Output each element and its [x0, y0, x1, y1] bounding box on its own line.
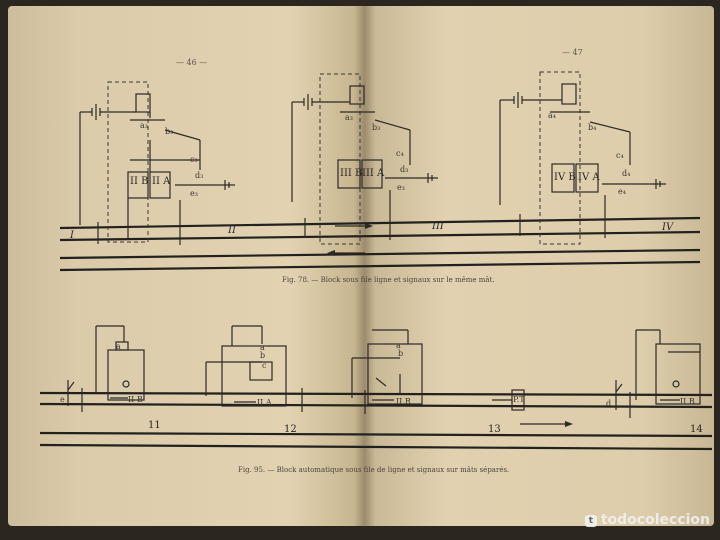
bottom-section-3: 13: [488, 424, 501, 435]
bottom-contact-b2: b: [260, 351, 265, 360]
watermark-logo-icon: t: [584, 515, 597, 527]
watermark-text: todocoleccion: [600, 512, 710, 528]
bottom-section-4: 14: [690, 424, 703, 435]
unit2-label-c: c₄: [396, 149, 404, 158]
unit2-label-e: e₃: [397, 183, 405, 192]
unit3-label-d: d₄: [622, 169, 630, 178]
section-label-2: II: [227, 225, 237, 236]
bottom-unit-3: [351, 329, 423, 405]
unit3-label-c: c₄: [616, 151, 624, 160]
unit1-label-d: d₃: [195, 171, 203, 180]
figure-top-caption: Fig. 78. — Block sous file ligne et sign…: [282, 276, 495, 284]
unit1-signal-b: II B: [130, 176, 148, 187]
bottom-track-rails: [39, 388, 713, 451]
unit1-signal-a: II A: [152, 176, 171, 187]
unit2-signal-b: III B: [340, 168, 362, 179]
bottom-unit-4: [615, 329, 701, 410]
bottom-signal-4: II B: [680, 397, 695, 406]
unit3-label-e: e₄: [618, 187, 626, 196]
bottom-contact-b3: b: [398, 349, 403, 358]
section-label-3: III: [431, 221, 445, 232]
bottom-unit-2: [205, 325, 287, 407]
unit3-signal-b: IV B: [554, 172, 576, 183]
bottom-unit-1: [67, 325, 145, 406]
page-number-left: — 46 —: [176, 58, 207, 67]
unit1-label-b: b₃: [165, 127, 173, 136]
unit1-label-e: e₃: [190, 189, 198, 198]
bottom-section-2: 12: [284, 424, 297, 435]
unit2-label-d: d₃: [400, 165, 408, 174]
unit3-signal-a: IV A: [578, 172, 600, 183]
unit3-label-b: b₄: [588, 123, 596, 132]
bottom-contact-a3: a: [396, 341, 401, 350]
bottom-contact-c2: c: [262, 361, 267, 370]
figure-bottom-caption: Fig. 95. — Block automatique sous file d…: [238, 466, 509, 474]
bottom-contact-d: d: [606, 399, 611, 408]
bottom-signal-3: II R: [396, 397, 412, 406]
page-number-right: — 47: [562, 48, 583, 57]
block-unit-2: [291, 73, 438, 245]
bottom-contact-e: e: [60, 395, 65, 404]
bottom-contact-a1: a: [116, 342, 121, 351]
unit1-label-c: c₃: [190, 155, 198, 164]
unit2-signal-a: III A: [362, 168, 385, 179]
block-unit-1: [79, 81, 235, 245]
bottom-signal-2: II A: [257, 398, 272, 407]
bottom-box-label: P.T: [513, 395, 525, 404]
bottom-signal-1: II B: [128, 395, 143, 404]
unit3-label-a: a₄: [548, 111, 556, 120]
unit2-label-a: a₃: [345, 113, 353, 122]
bottom-section-1: 11: [148, 420, 161, 431]
top-track-rails: [59, 214, 701, 272]
section-label-1: I: [69, 230, 75, 241]
bottom-box: [492, 389, 525, 411]
block-unit-3: [499, 71, 666, 245]
section-label-4: IV: [661, 222, 675, 233]
unit1-label-a: a₃: [140, 121, 148, 130]
bottom-contact-a2: a: [260, 343, 265, 352]
unit2-label-b: b₃: [372, 123, 380, 132]
